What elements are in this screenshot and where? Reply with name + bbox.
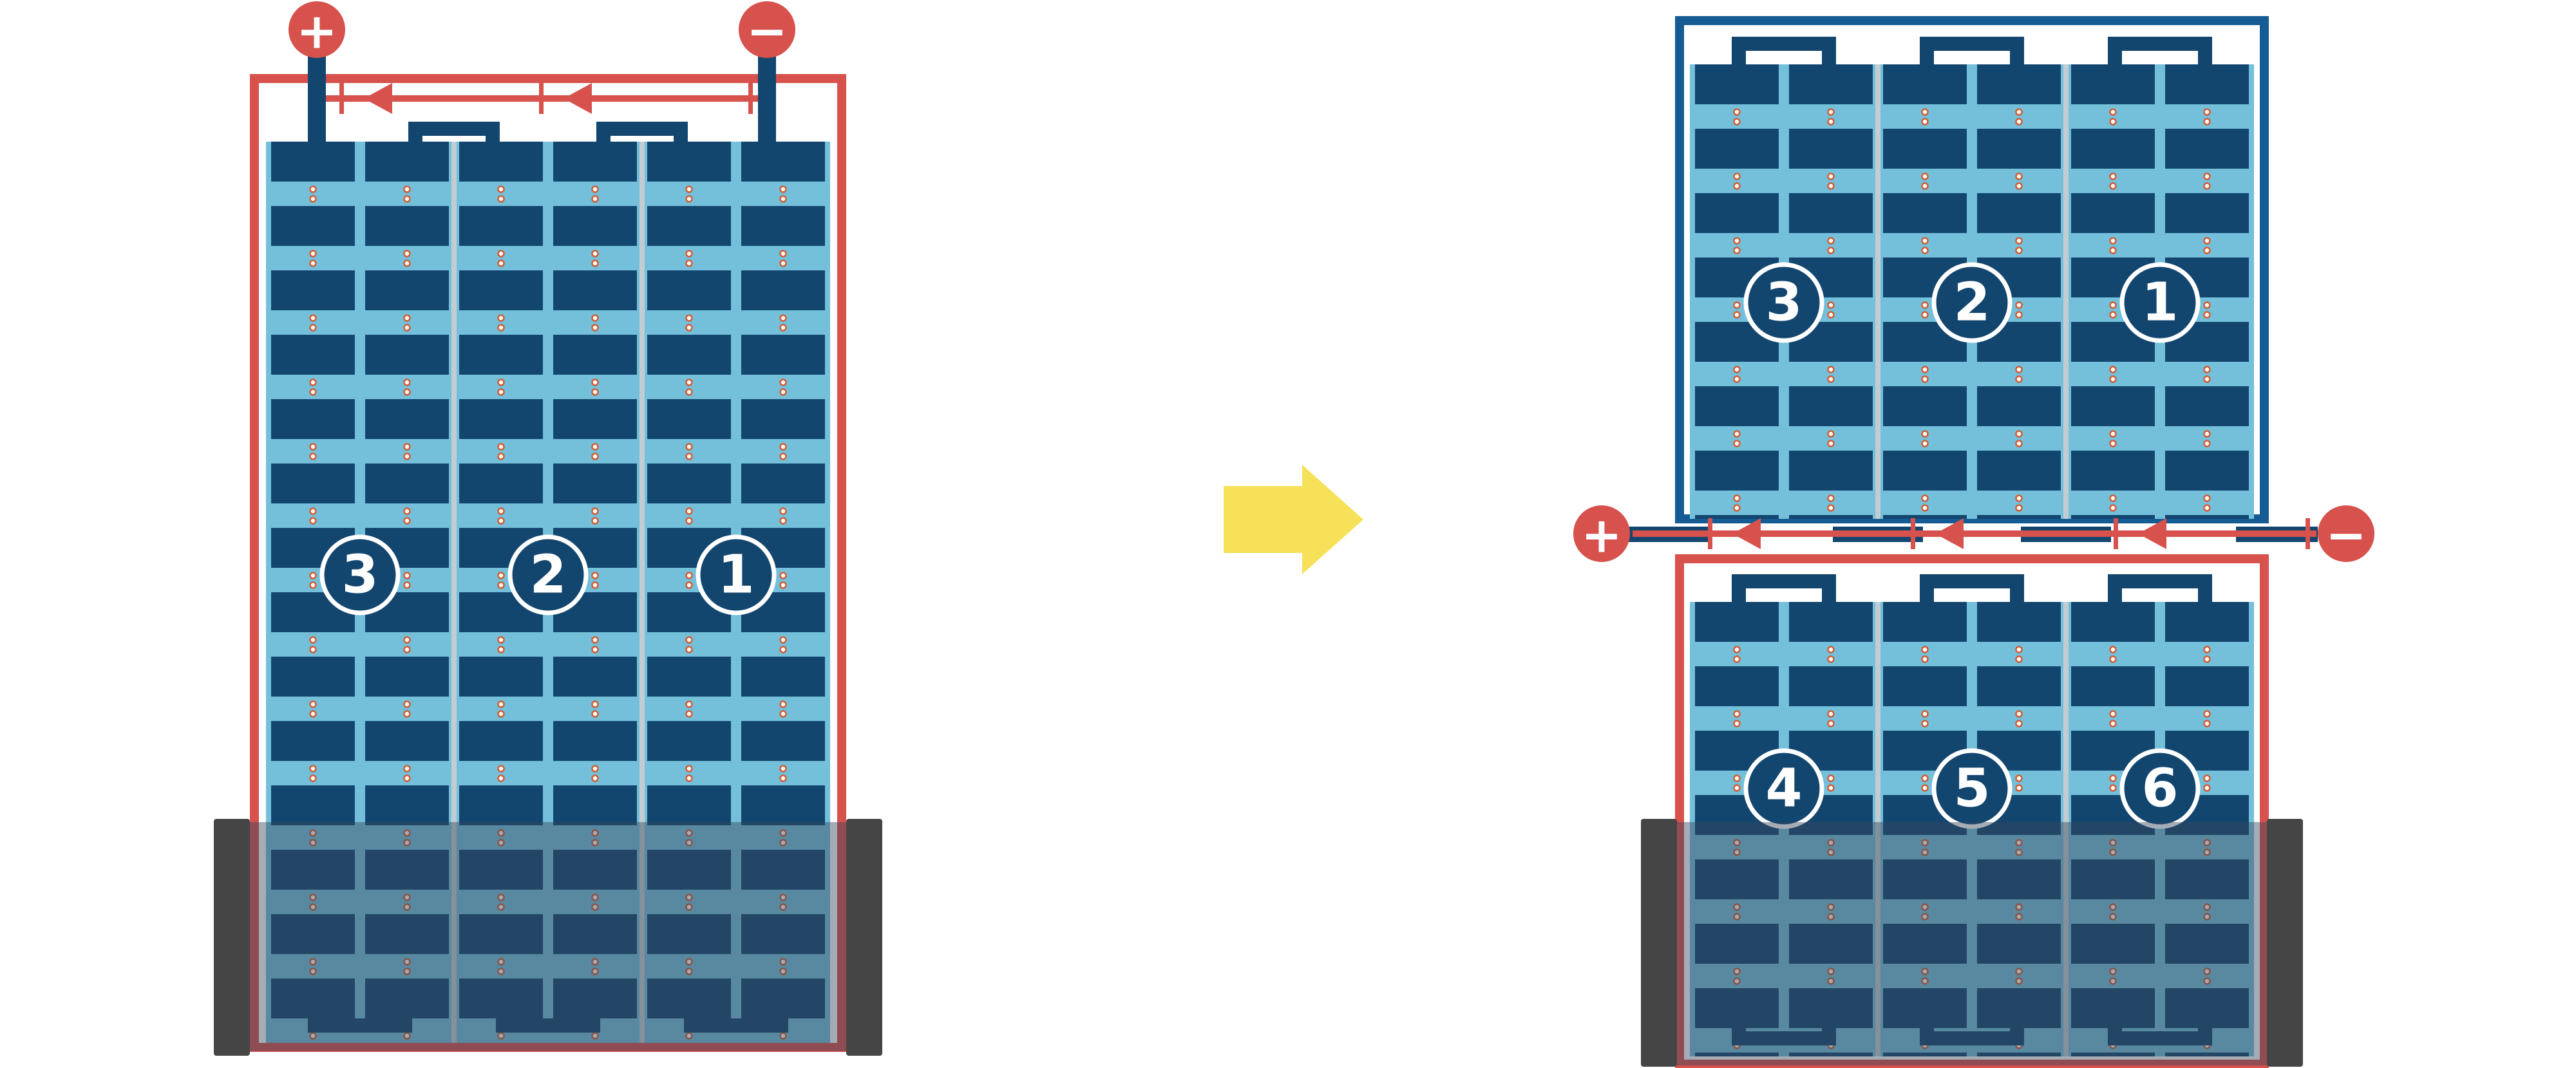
string-bridge-top xyxy=(1920,37,2024,72)
wire-tick xyxy=(339,83,344,114)
panel-number-label: 6 xyxy=(2141,758,2178,820)
panel-number-label: 3 xyxy=(341,545,378,606)
string-bridge-top xyxy=(1920,574,2024,610)
string-bridge-top xyxy=(1732,574,1836,610)
wire-tick xyxy=(2114,518,2118,549)
string-bridge-bottom xyxy=(308,998,412,1033)
minus-terminal-icon xyxy=(739,1,795,58)
mounting-rail xyxy=(214,819,250,1056)
minus-terminal-sign: − xyxy=(746,3,788,60)
wire-tick xyxy=(1708,518,1712,549)
string-bridge-top xyxy=(1732,37,1836,72)
panel-number-label: 2 xyxy=(529,545,566,606)
mounting-rail xyxy=(846,819,882,1056)
transition-arrow xyxy=(1224,465,1363,574)
panel-number-badge xyxy=(319,534,401,615)
panel-number-label: 3 xyxy=(1765,272,1802,333)
right-middle-wiring: + − xyxy=(1573,505,2374,564)
panel-number-badge xyxy=(2119,748,2201,829)
series-wire xyxy=(1633,530,2316,537)
minus-terminal-icon xyxy=(2318,505,2374,562)
string-bridge-top xyxy=(408,122,500,162)
arrow-body xyxy=(1224,486,1302,553)
cell-grid xyxy=(1690,602,2254,1056)
plus-terminal-icon xyxy=(1573,505,1630,562)
column-separator xyxy=(1875,602,1880,1056)
current-arrow-icon xyxy=(1732,518,1761,549)
column-separator xyxy=(2063,64,2069,519)
flood-water-overlay xyxy=(1677,822,2267,1065)
mounting-rail xyxy=(2267,819,2303,1067)
flood-water-overlay xyxy=(250,822,846,1051)
right-bottom-panel: 4 5 6 xyxy=(1641,554,2303,1068)
panel-number-badge xyxy=(1931,748,2012,829)
minus-terminal-sign: − xyxy=(2325,507,2367,564)
right-top-panel: 3 2 1 xyxy=(1675,16,2269,523)
right-split-diagram: 3 2 1 + − xyxy=(1573,16,2374,1068)
column-separator xyxy=(451,142,457,1043)
panel-number-label: 5 xyxy=(1953,758,1990,820)
arrow-head-icon xyxy=(1302,465,1363,574)
string-bridge-bottom xyxy=(684,998,788,1033)
panel-number-label: 1 xyxy=(717,545,754,606)
string-bridge-top xyxy=(2108,37,2212,72)
panel-number-badge xyxy=(696,534,777,615)
current-arrow-icon xyxy=(564,83,592,114)
wire-tick xyxy=(1911,518,1915,549)
string-bridge-bottom xyxy=(1732,1011,1836,1045)
string-bridge-bottom xyxy=(2108,1011,2212,1045)
plus-terminal-icon xyxy=(289,1,345,58)
panel-number-label: 4 xyxy=(1765,758,1802,820)
string-bridge-top xyxy=(596,122,688,162)
wire-tick xyxy=(539,83,544,114)
plus-terminal-sign: + xyxy=(296,3,337,60)
current-arrow-icon xyxy=(2138,518,2166,549)
string-bridge-bottom xyxy=(496,998,600,1033)
current-arrow-icon xyxy=(1935,518,1964,549)
panel-number-badge xyxy=(1931,262,2012,343)
plus-terminal-sign: + xyxy=(1581,507,1622,564)
string-bridge-bottom xyxy=(1920,1011,2024,1045)
left-panel-diagram: 3 2 1 + − xyxy=(214,1,882,1056)
column-separator xyxy=(639,142,645,1043)
panel-number-label: 2 xyxy=(1953,272,1990,333)
panel-number-badge xyxy=(2119,262,2201,343)
wire-tick xyxy=(748,83,753,114)
panel-number-badge xyxy=(1743,262,1824,343)
column-separator xyxy=(2063,602,2069,1056)
mounting-rail xyxy=(1641,819,1677,1067)
current-arrow-icon xyxy=(364,83,392,114)
plus-terminal-post xyxy=(308,39,326,158)
panel-number-label: 1 xyxy=(2141,272,2178,333)
right-bottom-cell-area xyxy=(1690,602,2254,1056)
column-separator xyxy=(1875,64,1880,519)
string-bridge-top xyxy=(2108,574,2212,610)
panel-number-badge xyxy=(1743,748,1824,829)
panel-number-badge xyxy=(507,534,589,615)
minus-terminal-post xyxy=(758,39,776,158)
wire-tick xyxy=(2306,518,2310,549)
